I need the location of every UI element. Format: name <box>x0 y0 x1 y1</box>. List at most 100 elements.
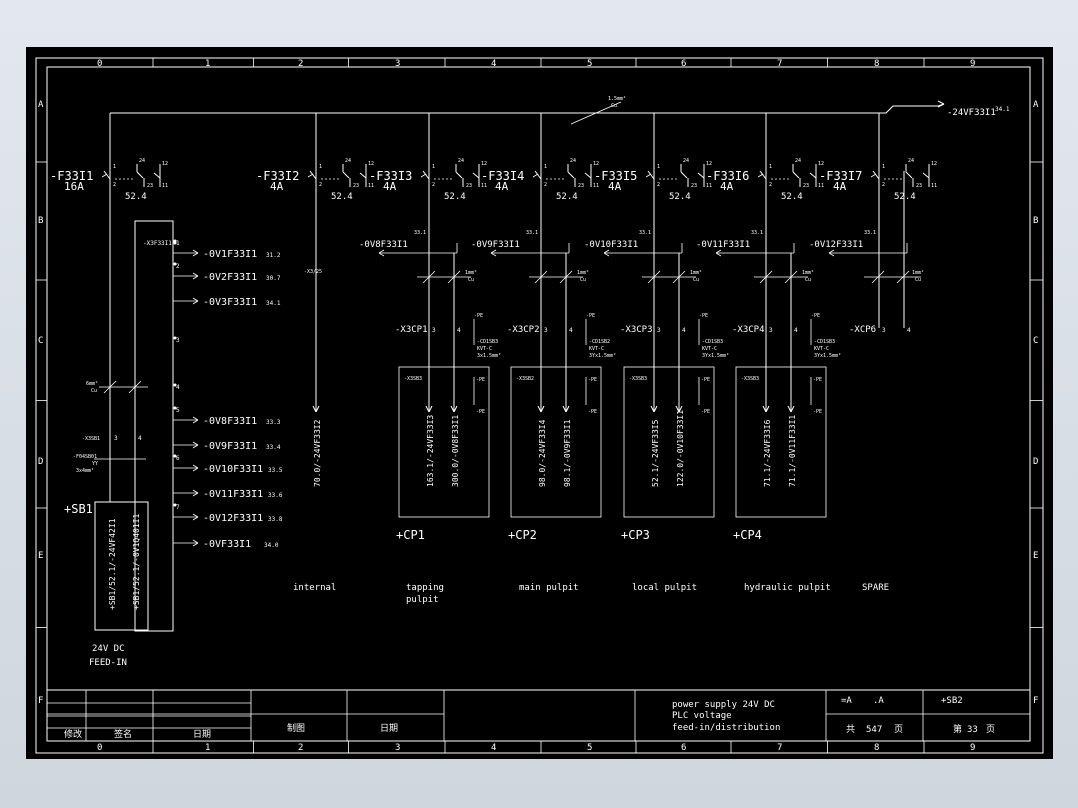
row-marker-right: B <box>1033 216 1038 226</box>
pulpit-pin-4: 4 <box>457 327 461 334</box>
internal-wire-label: 70.0/-24VF33I2 <box>313 419 322 487</box>
breaker-terminal-1: 1 <box>769 164 772 170</box>
aux-terminal-23: 23 <box>916 183 922 189</box>
pulpit-cable-size: 1mm² <box>577 270 589 276</box>
pulpit-cable: -CD1SB3 <box>814 339 835 345</box>
distribution-pin-4: 4 <box>176 384 180 391</box>
title-total: 547 <box>866 725 882 735</box>
distribution-pin-3: 3 <box>176 337 180 344</box>
output-pin: 7 <box>176 504 180 511</box>
pulpit-pe-inner: -PE <box>588 377 597 383</box>
aux-terminal-11: 11 <box>593 183 599 189</box>
column-marker-top: 0 <box>97 59 102 69</box>
bus-cable-size: 1.5mm² <box>608 96 626 102</box>
pulpit-cable-spec: 3x1.5mm² <box>477 353 501 359</box>
aux-terminal-23: 23 <box>353 183 359 189</box>
distribution-strip: -X3F33I1 3 4 <box>134 220 180 632</box>
row-marker-left: B <box>38 216 43 226</box>
output-pin: 5 <box>176 407 180 414</box>
row-marker-left: E <box>38 551 43 561</box>
output-label: -0V3F33I1 <box>203 297 257 308</box>
title-page-suffix: 页 <box>986 724 995 735</box>
column-marker-bottom: 3 <box>395 743 400 753</box>
pulpit-cable: -CD1SB3 <box>477 339 498 345</box>
pulpit-cable: -CD1SB3 <box>702 339 723 345</box>
breaker-terminal-2: 2 <box>113 182 116 188</box>
section-label: main pulpit <box>519 583 579 593</box>
breaker-terminal-2: 2 <box>432 182 435 188</box>
title-modify: 修改 <box>64 728 82 740</box>
aux-terminal-23: 23 <box>803 183 809 189</box>
pulpit-pe-top: -PE <box>699 313 708 319</box>
feed-box-label: +SB1 <box>64 502 93 516</box>
branch-ref: 33.1 <box>414 230 426 236</box>
section-label: internal <box>293 583 336 593</box>
breaker-rating: 16A <box>64 180 84 193</box>
pulpit-cable-type: KVT-C <box>814 346 829 352</box>
aux-terminal-23: 23 <box>147 183 153 189</box>
breaker-terminal-2: 2 <box>319 182 322 188</box>
feed-cable-material: Cu <box>91 388 97 394</box>
feed-wire-1: +SB1/52.1/-24VF42I1 <box>108 518 117 610</box>
breaker-terminal-1: 1 <box>882 164 885 170</box>
pulpit-cable-spec: 3Yx1.5mm² <box>702 353 729 359</box>
output-ref: 33.8 <box>268 516 283 523</box>
aux-terminal-12: 12 <box>162 161 168 167</box>
branch-label: -0V10F33I1 <box>584 240 638 250</box>
column-marker-top: 9 <box>970 59 975 69</box>
pulpit-wire-2: 98.1/-0V9F33I1 <box>563 419 572 487</box>
title-desc-1: power supply 24V DC <box>672 700 775 710</box>
pulpit-wire-2: 300.0/-0V8F33I1 <box>451 415 460 487</box>
title-page-prefix: 第 <box>953 723 962 735</box>
output-pin: 1 <box>176 240 180 247</box>
pulpit-box: +CP3 <box>621 528 650 542</box>
section-label: tapping <box>406 583 444 593</box>
pulpit-cable: -CD1SB2 <box>589 339 610 345</box>
feed-cable-size-2: 3x4mm² <box>76 468 94 474</box>
aux-terminal-11: 11 <box>706 183 712 189</box>
section-label-line-2: pulpit <box>406 595 439 605</box>
pulpit-pe-bottom: -PE <box>813 409 822 415</box>
aux-terminal-24: 24 <box>139 158 145 164</box>
breaker-rating: 4A <box>270 180 284 193</box>
breaker-name: -F33I1 <box>50 169 93 183</box>
feed-cable-label: -F04SB01 <box>73 454 97 460</box>
branch-ref: 33.1 <box>751 230 763 236</box>
pulpit-pe-bottom: -PE <box>476 409 485 415</box>
aux-terminal-11: 11 <box>368 183 374 189</box>
breaker-name: -F33I6 <box>706 169 749 183</box>
aux-terminal-24: 24 <box>908 158 914 164</box>
output-ref: 34.0 <box>264 542 279 549</box>
column-marker-top: 2 <box>298 59 303 69</box>
pulpit-pin-3: 3 <box>544 327 548 334</box>
breaker-rating: 4A <box>720 180 734 193</box>
title-sign: 签名 <box>114 728 132 740</box>
aux-terminal-23: 23 <box>691 183 697 189</box>
aux-terminal-12: 12 <box>706 161 712 167</box>
breaker-terminal-1: 1 <box>319 164 322 170</box>
aux-terminal-24: 24 <box>458 158 464 164</box>
row-marker-right: D <box>1033 457 1038 467</box>
breaker-ref: 52.4 <box>444 192 466 202</box>
pulpit-cable-material: Cu <box>580 277 586 283</box>
spare-cable-material: Cu <box>915 277 921 283</box>
pulpit-cable-type: KVT-C <box>477 346 492 352</box>
pulpit-cable-material: Cu <box>693 277 699 283</box>
feed-cable-size: 6mm² <box>86 381 98 387</box>
pulpit-pe-top: -PE <box>811 313 820 319</box>
row-marker-right: C <box>1033 336 1038 346</box>
row-marker-left: D <box>38 457 43 467</box>
aux-terminal-24: 24 <box>570 158 576 164</box>
